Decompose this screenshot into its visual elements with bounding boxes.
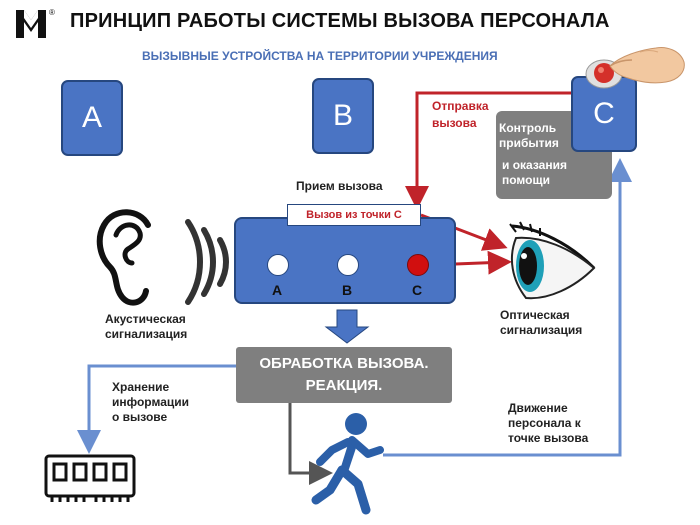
control-line3: и оказания bbox=[502, 158, 567, 172]
logo-registered-mark: ® bbox=[49, 8, 55, 17]
control-line4: помощи bbox=[502, 173, 550, 187]
movement-arrow bbox=[383, 158, 632, 457]
acoustic-label-1: Акустическая bbox=[105, 312, 186, 326]
dispatch-arrow bbox=[288, 403, 333, 485]
eye-icon bbox=[508, 218, 604, 304]
processing-line2: РЕАКЦИЯ. bbox=[305, 377, 383, 394]
panel-button-b[interactable] bbox=[337, 254, 359, 276]
send-call-arrow bbox=[405, 91, 572, 210]
send-call-label-2: вызова bbox=[432, 116, 477, 130]
page-title: ПРИНЦИП РАБОТЫ СИСТЕМЫ ВЫЗОВА ПЕРСОНАЛА bbox=[70, 10, 610, 32]
memory-module-icon bbox=[44, 452, 136, 504]
call-device-a[interactable]: A bbox=[61, 80, 123, 156]
panel-to-processing-arrow bbox=[324, 309, 370, 344]
storage-label-1: Хранение bbox=[112, 380, 170, 394]
storage-label-3: о вызове bbox=[112, 410, 168, 424]
optical-label-1: Оптическая bbox=[500, 308, 570, 322]
brand-logo bbox=[14, 8, 48, 40]
acoustic-label-2: сигнализация bbox=[105, 327, 188, 341]
movement-label-3: точке вызова bbox=[508, 431, 589, 445]
receive-call-label: Прием вызова bbox=[296, 179, 383, 193]
page-subtitle: ВЫЗЫВНЫЕ УСТРОЙСТВА НА ТЕРРИТОРИИ УЧРЕЖД… bbox=[142, 49, 498, 63]
movement-label-2: персонала к bbox=[508, 416, 581, 430]
sound-waves-icon bbox=[178, 218, 230, 306]
panel-label-c: C bbox=[412, 282, 423, 298]
call-device-b[interactable]: B bbox=[312, 78, 374, 154]
storage-label-2: информации bbox=[112, 395, 189, 409]
storage-arrow bbox=[77, 364, 236, 454]
processing-line1: ОБРАБОТКА ВЫЗОВА. bbox=[259, 355, 429, 372]
panel-button-a[interactable] bbox=[267, 254, 289, 276]
panel-label-b: B bbox=[342, 282, 353, 298]
hand-press-icon bbox=[580, 40, 690, 100]
control-line2: прибытия bbox=[499, 136, 559, 150]
panel-button-c[interactable] bbox=[407, 254, 429, 276]
processing-block: ОБРАБОТКА ВЫЗОВА. РЕАКЦИЯ. bbox=[236, 347, 452, 403]
running-staff-icon bbox=[310, 410, 386, 518]
control-line1: Контроль bbox=[499, 121, 557, 135]
panel-label-a: A bbox=[272, 282, 283, 298]
optical-label-2: сигнализация bbox=[500, 323, 583, 337]
movement-label-1: Движение bbox=[508, 401, 568, 415]
call-from-point-c-callout: Вызов из точки С bbox=[287, 204, 421, 226]
call-device-c[interactable]: C bbox=[571, 76, 637, 152]
send-call-label-1: Отправка bbox=[432, 99, 489, 113]
ear-icon bbox=[96, 205, 166, 310]
